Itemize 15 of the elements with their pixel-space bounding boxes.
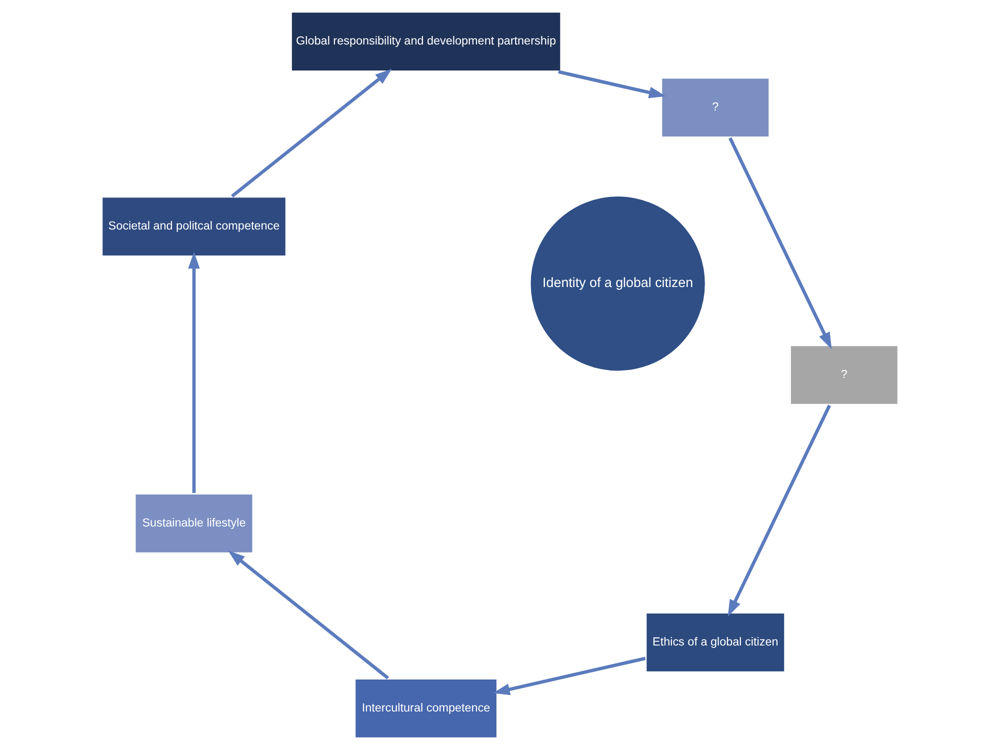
arrow — [492, 656, 646, 696]
node-box: Sustainable lifestyle — [133, 492, 255, 555]
node-box: ? — [788, 344, 900, 406]
arrow — [231, 68, 392, 198]
node-box: Ethics of a global citizen — [644, 610, 787, 674]
node-box: Intercultural competence — [353, 677, 499, 740]
node-box: Societal and politcal competence — [100, 195, 288, 258]
node-circle: Identity of a global citizen — [528, 194, 708, 374]
arrow — [558, 70, 666, 98]
node-box: ? — [660, 76, 772, 140]
node-box: Global responsibility and development partnership — [289, 10, 563, 73]
arrow — [188, 252, 200, 494]
arrow — [728, 137, 832, 350]
arrow — [228, 550, 390, 680]
arrow — [728, 404, 832, 617]
